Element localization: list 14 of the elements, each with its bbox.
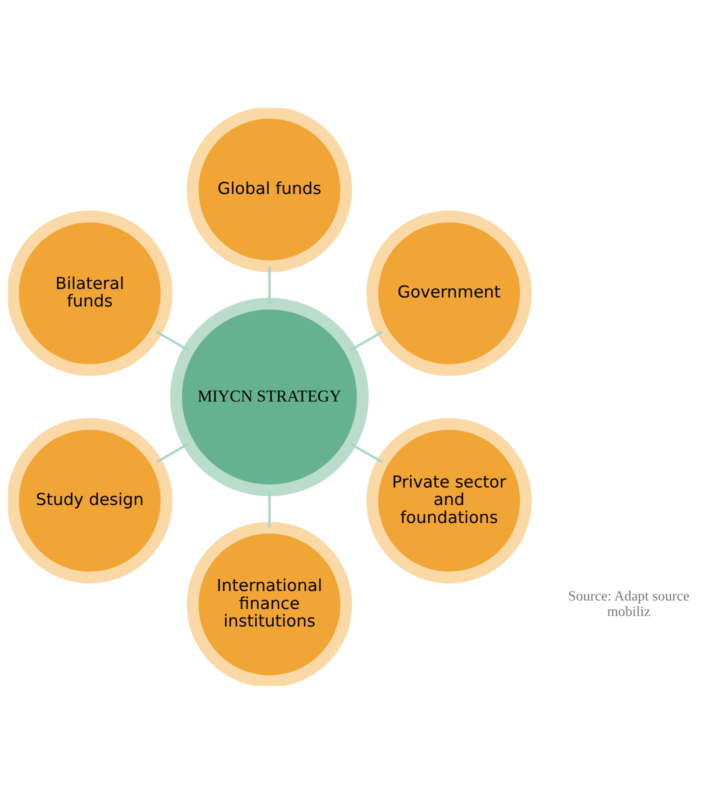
connector	[268, 266, 271, 304]
node-circle: MIYCN STRATEGY	[170, 298, 369, 496]
connector	[350, 330, 383, 352]
node-circle: Government	[366, 210, 532, 376]
label: Source: Adapt source mobiliz	[568, 588, 690, 620]
connector	[156, 330, 190, 352]
connector	[268, 490, 271, 528]
node-circle: Study design	[8, 418, 172, 584]
node-circle: International finance institutions	[186, 522, 352, 686]
node-circle: Bilateral funds	[8, 210, 172, 376]
node-circle: Global funds	[186, 108, 352, 272]
node-circle: Private sector and foundations	[366, 418, 532, 584]
connector	[350, 442, 383, 464]
connector	[156, 442, 190, 464]
